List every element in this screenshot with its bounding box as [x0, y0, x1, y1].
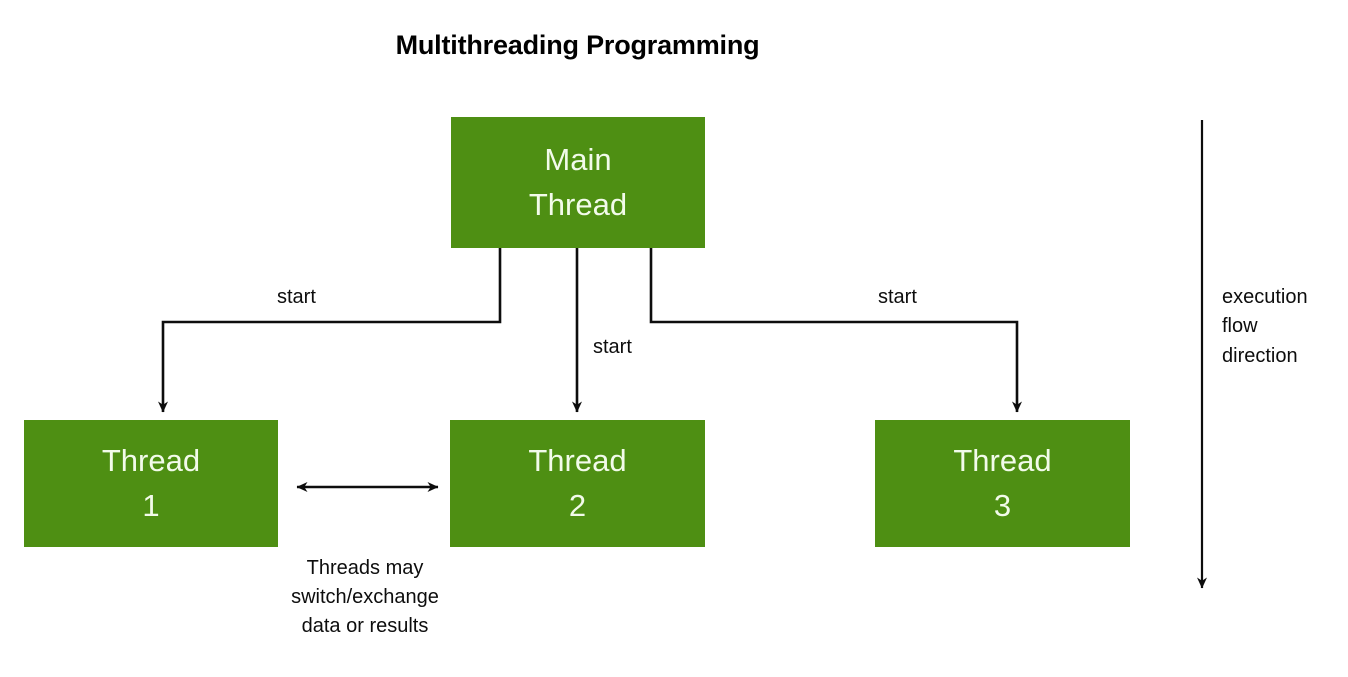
edge-label-start-left: start — [277, 286, 316, 308]
node-label-line2: 2 — [568, 487, 587, 523]
node-label-line1: Main — [544, 141, 612, 177]
exchange-note-line3: data or results — [301, 615, 429, 637]
edge-label-start-middle: start — [593, 336, 632, 358]
execution-flow-label: execution flow direction — [1222, 283, 1308, 371]
execution-flow-line2: flow — [1222, 315, 1258, 338]
node-label-line1: Thread — [528, 442, 627, 478]
node-label-line2: 3 — [993, 487, 1012, 523]
exchange-note: Threads may switch/exchange data or resu… — [240, 554, 490, 641]
execution-flow-line3: direction — [1222, 344, 1298, 367]
page-title: Multithreading Programming — [395, 30, 760, 60]
exchange-note-line1: Threads may — [306, 557, 424, 579]
node-thread-2[interactable]: Thread 2 — [450, 420, 705, 547]
node-label-line2: 1 — [142, 487, 160, 523]
node-thread-1[interactable]: Thread 1 — [24, 420, 278, 547]
edge-main-to-thread1 — [158, 248, 502, 413]
exchange-note-line2: switch/exchange — [291, 586, 439, 608]
node-thread-3[interactable]: Thread 3 — [875, 420, 1130, 547]
edge-main-to-thread3 — [649, 248, 1022, 413]
node-main-thread[interactable]: Main Thread — [451, 117, 705, 248]
execution-flow-line1: execution — [1222, 286, 1308, 308]
edge-label-start-right: start — [878, 286, 917, 308]
node-label-line2: Thread — [528, 186, 628, 222]
node-label-line1: Thread — [101, 442, 201, 478]
node-label-line1: Thread — [953, 442, 1052, 478]
